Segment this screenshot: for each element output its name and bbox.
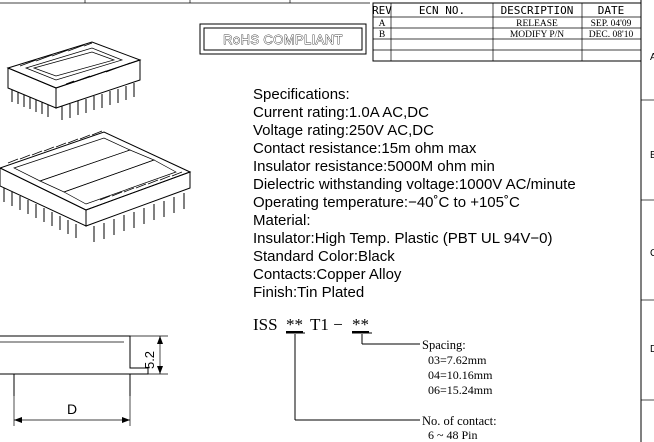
zone-label-b: B [650, 150, 654, 161]
rev-b: B [379, 30, 385, 40]
socket-isometric-top [6, 41, 142, 120]
socket-isometric-wide [0, 130, 192, 242]
specifications-block: Specifications: Current rating:1.0A AC,D… [253, 86, 576, 301]
right-border: A B C D [640, 0, 654, 442]
spec-contacts: Contacts:Copper Alloy [253, 266, 402, 283]
contact-note-title: No. of contact: [422, 414, 497, 428]
description-release: RELEASE [516, 19, 558, 29]
spec-operating-temperature: Operating temperature:−40˚C to +105˚C [253, 194, 520, 211]
spec-voltage-rating: Voltage rating:250V AC,DC [253, 122, 434, 139]
date-header: DATE [598, 4, 625, 17]
date-modify: DEC. 08'10 [589, 30, 634, 40]
spacing-note-title: Spacing: [422, 338, 466, 352]
length-dimension-label: D [67, 401, 77, 417]
spec-insulator-resistance: Insulator resistance:5000M ohm min [253, 158, 495, 175]
contact-count-field: ** [286, 315, 303, 334]
rohs-compliant-label: RoHS COMPLIANT [223, 32, 343, 47]
spacing-field: ** [352, 315, 369, 334]
contact-range: 6 ~ 48 Pin [428, 428, 478, 442]
zone-label-a: A [650, 52, 654, 63]
contact-count-note: No. of contact: 6 ~ 48 Pin [422, 414, 497, 442]
revision-table: REV ECN NO. DESCRIPTION DATE A RELEASE S… [372, 2, 642, 62]
spec-current-rating: Current rating:1.0A AC,DC [253, 104, 429, 121]
top-border [0, 0, 370, 4]
part-prefix: ISS [253, 315, 278, 334]
date-release: SEP. 04'09 [591, 19, 632, 29]
rohs-badge: RoHS COMPLIANT [199, 23, 367, 55]
height-dimension-label: 5.2 [142, 351, 157, 369]
spec-dielectric-voltage: Dielectric withstanding voltage:1000V AC… [253, 176, 576, 193]
spec-standard-color: Standard Color:Black [253, 248, 395, 265]
description-modify: MODIFY P/N [510, 30, 564, 40]
ecn-header: ECN NO. [419, 4, 465, 17]
spacing-note: Spacing: 03=7.62mm 04=10.16mm 06=15.24mm [422, 338, 493, 397]
spec-finish: Finish:Tin Plated [253, 284, 364, 301]
socket-side-view: 5.2 D [0, 335, 168, 426]
rev-a: A [379, 19, 386, 29]
spacing-option-06: 06=15.24mm [428, 383, 493, 397]
zone-label-d: D [650, 344, 654, 355]
spec-contact-resistance: Contact resistance:15m ohm max [253, 140, 477, 157]
leader-lines [294, 334, 420, 421]
part-middle: T1 − [310, 315, 343, 334]
description-header: DESCRIPTION [501, 4, 574, 17]
specifications-title: Specifications: [253, 86, 350, 103]
zone-label-c: C [650, 248, 654, 259]
spacing-option-04: 04=10.16mm [428, 368, 493, 382]
rev-header: REV [372, 4, 392, 17]
spec-material: Material: [253, 212, 311, 229]
spec-insulator: Insulator:High Temp. Plastic (PBT UL 94V… [253, 230, 552, 247]
spacing-option-03: 03=7.62mm [428, 353, 487, 367]
part-number-code: ISS ** T1 − ** [253, 315, 372, 334]
